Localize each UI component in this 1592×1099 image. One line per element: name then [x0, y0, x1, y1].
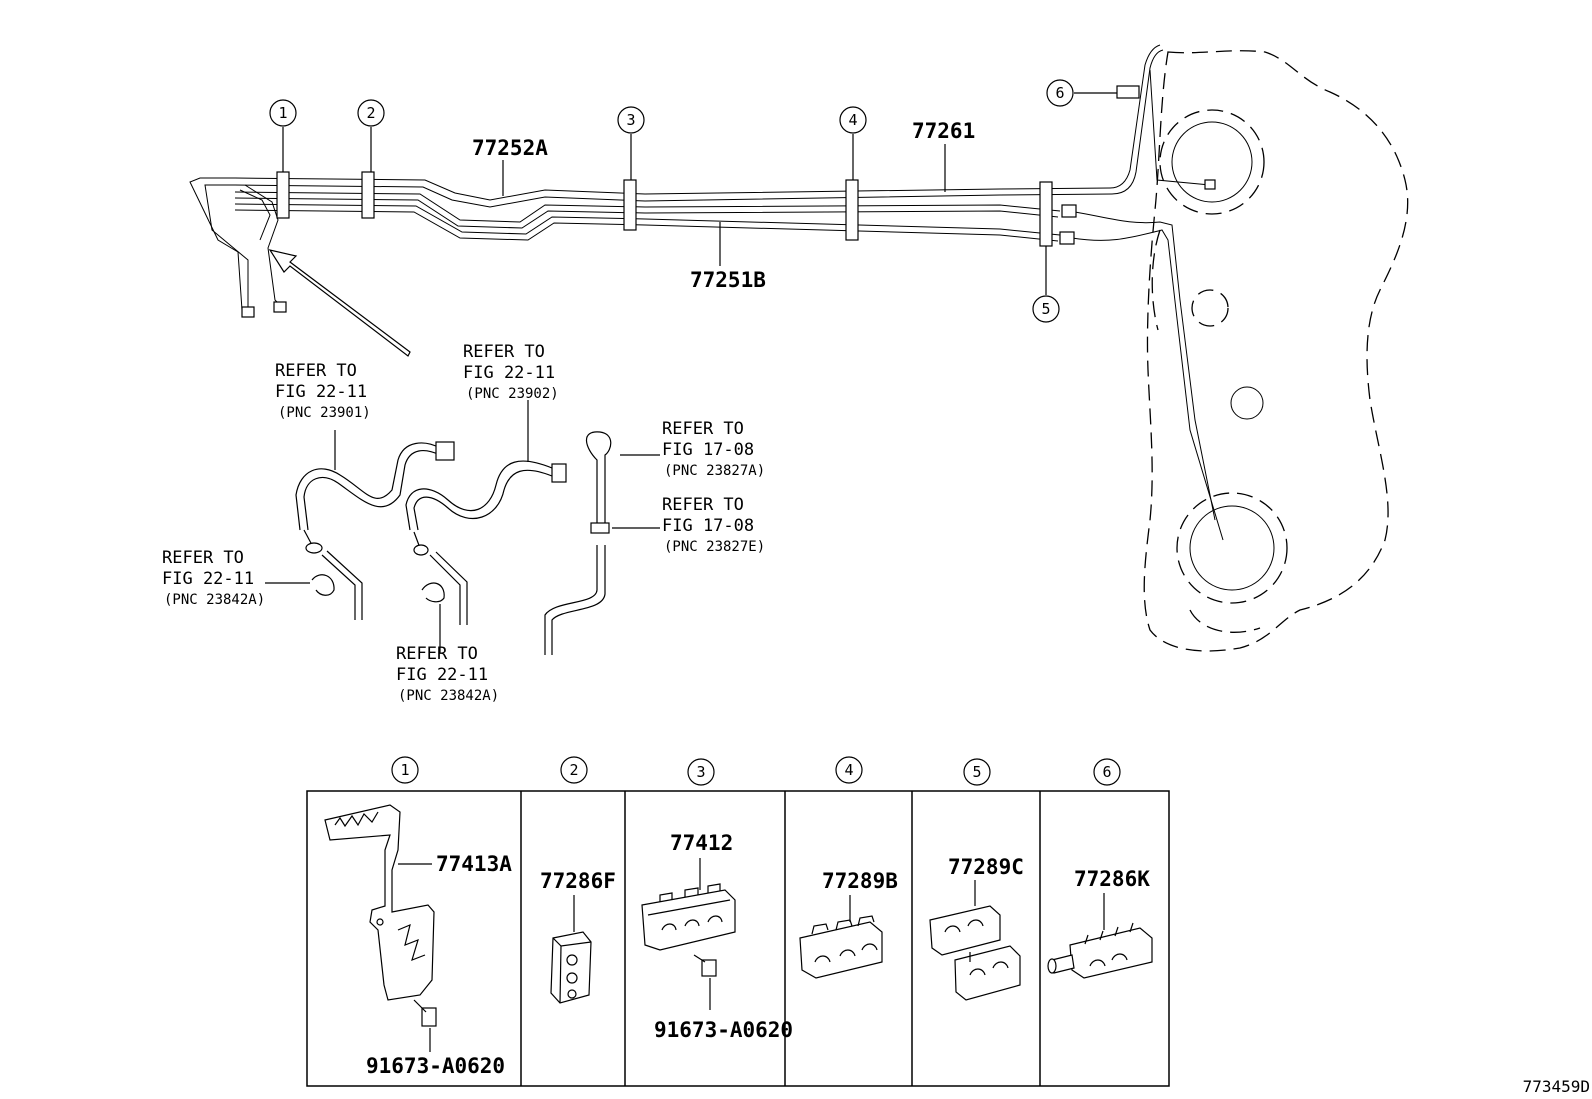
svg-text:(PNC 23827E): (PNC 23827E) — [664, 539, 765, 555]
main-part-labels: 77252A 77261 77251B — [472, 119, 975, 292]
reference-23842a-bottom: REFER TO FIG 22-11 (PNC 23842A) — [396, 644, 499, 704]
callout-4: 4 — [848, 111, 857, 129]
svg-text:(PNC 23842A): (PNC 23842A) — [164, 592, 265, 608]
clamp-2 — [361, 171, 375, 219]
callouts-top: 1 2 3 4 5 6 — [269, 79, 1117, 323]
svg-text:FIG 22-11: FIG 22-11 — [396, 665, 488, 685]
bracket-77413a: 77413A 91673-A0620 — [324, 804, 512, 1078]
svg-text:REFER TO: REFER TO — [662, 419, 744, 439]
clamp-1 — [276, 171, 290, 219]
svg-text:FIG 17-08: FIG 17-08 — [662, 440, 754, 460]
part-label-91673-a0620-2: 91673-A0620 — [654, 1018, 793, 1042]
part-label-77251b: 77251B — [690, 268, 766, 292]
svg-text:FIG 22-11: FIG 22-11 — [463, 363, 555, 383]
svg-text:FIG 22-11: FIG 22-11 — [162, 569, 254, 589]
direction-arrow — [268, 249, 411, 357]
part-label-77286k: 77286K — [1074, 867, 1150, 891]
reference-23842a-left: REFER TO FIG 22-11 (PNC 23842A) — [162, 548, 265, 608]
main-fuel-lines — [189, 44, 1224, 541]
part-label-77289c: 77289C — [948, 855, 1024, 879]
detail-table: 1 2 3 4 5 6 77413A 91673-A0620 — [306, 756, 1170, 1087]
clamp-77286f: 77286F — [540, 869, 616, 1004]
reference-hoses — [265, 400, 660, 655]
clamp-5 — [1039, 181, 1053, 247]
clamp-77286k: 77286K — [1047, 867, 1153, 979]
part-label-77412: 77412 — [670, 831, 733, 855]
clamp-77412: 77412 91673-A0620 — [641, 831, 793, 1042]
detail-callout-4: 4 — [844, 761, 853, 779]
svg-text:(PNC 23842A): (PNC 23842A) — [398, 688, 499, 704]
part-label-77286f: 77286F — [540, 869, 616, 893]
part-label-77261: 77261 — [912, 119, 975, 143]
svg-text:REFER TO: REFER TO — [463, 342, 545, 362]
figure-id: 773459D — [1523, 1077, 1590, 1096]
detail-callout-2: 2 — [569, 761, 578, 779]
part-label-77289b: 77289B — [822, 869, 898, 893]
fuel-tank-outline — [1143, 50, 1409, 652]
callout-5: 5 — [1041, 300, 1050, 318]
clamp-77289b: 77289B — [799, 869, 898, 979]
detail-callout-3: 3 — [696, 763, 705, 781]
svg-text:REFER TO: REFER TO — [396, 644, 478, 664]
svg-text:(PNC 23901): (PNC 23901) — [278, 405, 371, 421]
reference-23902: REFER TO FIG 22-11 (PNC 23902) — [463, 342, 559, 402]
svg-text:REFER TO: REFER TO — [162, 548, 244, 568]
part-label-77252a: 77252A — [472, 136, 548, 160]
clamp-6 — [1116, 85, 1140, 99]
reference-23901: REFER TO FIG 22-11 (PNC 23901) — [275, 361, 371, 421]
svg-text:FIG 22-11: FIG 22-11 — [275, 382, 367, 402]
detail-callout-1: 1 — [400, 761, 409, 779]
svg-text:FIG 17-08: FIG 17-08 — [662, 516, 754, 536]
clamp-3 — [623, 179, 637, 231]
callout-1: 1 — [278, 104, 287, 122]
callout-6: 6 — [1055, 84, 1064, 102]
callout-2: 2 — [366, 104, 375, 122]
reference-23827a: REFER TO FIG 17-08 (PNC 23827A) — [662, 419, 765, 479]
detail-callout-6: 6 — [1102, 763, 1111, 781]
callout-3: 3 — [626, 111, 635, 129]
reference-texts: REFER TO FIG 22-11 (PNC 23902) REFER TO … — [162, 342, 765, 704]
svg-text:REFER TO: REFER TO — [275, 361, 357, 381]
svg-text:(PNC 23827A): (PNC 23827A) — [664, 463, 765, 479]
svg-text:(PNC 23902): (PNC 23902) — [466, 386, 559, 402]
clamp-4 — [845, 179, 859, 241]
svg-text:REFER TO: REFER TO — [662, 495, 744, 515]
clamp-77289c: 77289C — [929, 855, 1024, 1001]
detail-callout-5: 5 — [972, 763, 981, 781]
part-label-77413a: 77413A — [436, 852, 512, 876]
part-label-91673-a0620-1: 91673-A0620 — [366, 1054, 505, 1078]
line-clamps — [276, 85, 1140, 247]
reference-23827e: REFER TO FIG 17-08 (PNC 23827E) — [662, 495, 765, 555]
